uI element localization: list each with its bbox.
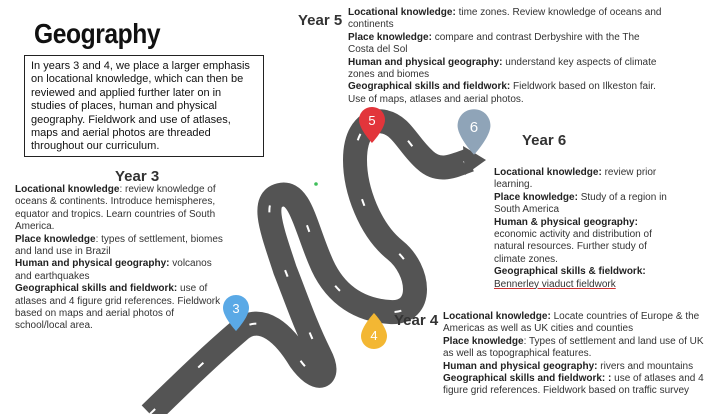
year-6-item: Geographical skills & fieldwork: Bennerl… [494,266,674,291]
year-5-item: Place knowledge: compare and contrast De… [348,32,668,57]
year-6-item: Human & physical geography: economic act… [494,217,674,267]
item-label: Human and physical geography: [348,56,503,68]
year-3-heading: Year 3 [115,168,160,185]
year-4-heading: Year 4 [394,312,439,329]
year-4-details: Locational knowledge: Locate countries o… [443,311,705,398]
item-text: rivers and mountains [600,360,694,372]
item-label: Human and physical geography: [15,258,170,270]
map-pin-icon [223,295,249,331]
item-text: Locate countries of Europe & the America… [443,311,700,335]
intro-text-box: In years 3 and 4, we place a larger emph… [24,55,264,157]
marker-label: 3 [232,301,239,316]
year-4-item: Locational knowledge: Locate countries o… [443,311,705,336]
year-3-item: Place knowledge: types of settlement, bi… [15,233,223,258]
year-3-item: Locational knowledge: review knowledge o… [15,184,216,233]
item-text: review prior learning. [494,167,657,191]
item-label: Locational knowledge: [348,7,456,18]
year-4-marker: 4 [360,312,388,350]
year-5-item: Human and physical geography: understand… [348,57,668,82]
marker-label: 6 [470,119,478,136]
item-text: types of settlement, biomes and land use… [15,233,223,258]
item-label: Geographical skills and fieldwork: : [443,373,612,385]
map-pin-icon [457,109,491,155]
year-6-heading: Year 6 [522,132,567,149]
year-5-item: Locational knowledge: time zones. Review… [348,7,668,32]
item-label: Locational knowledge: [494,167,602,178]
year-5-details: Locational knowledge: time zones. Review… [348,7,668,106]
year-6-details: Locational knowledge: review prior learn… [494,167,674,291]
item-label: Human & physical geography: [494,216,638,228]
item-text: use of atlases and 4 figure grid referen… [443,373,704,397]
year-6-item: Place knowledge: Study of a region in So… [494,192,674,217]
page-title: Geography [34,18,161,49]
road-arrow-head [463,146,486,175]
item-text: Study of a region in South America [494,191,667,216]
marker-label: 5 [368,113,375,128]
year-4-item: Human and physical geography: rivers and… [443,361,705,373]
item-label: Place knowledge [15,233,96,245]
item-label: Place knowledge: [348,31,432,43]
item-text: volcanos and earthquakes [15,258,212,282]
item-label: Geographical skills and fieldwork: [348,81,511,93]
item-text: review knowledge of oceans & continents.… [15,184,216,233]
item-label: Geographical skills & fieldwork: [494,266,646,278]
year-3-item: Geographical skills and fieldwork: use o… [15,283,227,333]
item-label: Human and physical geography: [443,360,598,372]
year-3-item: Human and physical geography: volcanos a… [15,258,227,283]
item-text: compare and contrast Derbyshire with the… [348,31,640,56]
item-text: Types of settlement and land use of UK a… [443,335,704,360]
year-3-marker: 3 [222,294,250,332]
year-5-marker: 5 [358,106,386,144]
map-pin-icon [361,313,387,349]
year-6-marker: 6 [456,108,492,156]
item-label: Place knowledge: [494,191,578,203]
year-6-item: Locational knowledge: review prior learn… [494,167,674,192]
item-label: Geographical skills and fieldwork: [15,283,178,295]
item-text: Bennerley viaduct fieldwork [494,278,616,290]
item-label: Place knowledge [443,335,524,347]
year-3-details: Locational knowledge: review knowledge o… [15,184,227,333]
item-text: economic activity and distribution of na… [494,229,652,265]
item-text: Fieldwork based on Ilkeston fair. Use of… [348,81,656,105]
green-dot [314,182,318,186]
year-5-heading: Year 5 [298,12,343,29]
year-4-item: Place knowledge: Types of settlement and… [443,335,704,360]
year-5-item: Geographical skills and fieldwork: Field… [348,81,668,106]
item-text: use of atlases and 4 figure grid referen… [15,283,221,332]
map-pin-icon [359,107,385,143]
marker-label: 4 [370,328,377,343]
item-text: understand key aspects of climate zones … [348,56,657,81]
item-label: Locational knowledge [15,184,120,195]
item-label: Locational knowledge: [443,311,551,322]
year-4-item: Geographical skills and fieldwork: : use… [443,373,705,398]
item-text: time zones. Review knowledge of oceans a… [348,7,662,31]
